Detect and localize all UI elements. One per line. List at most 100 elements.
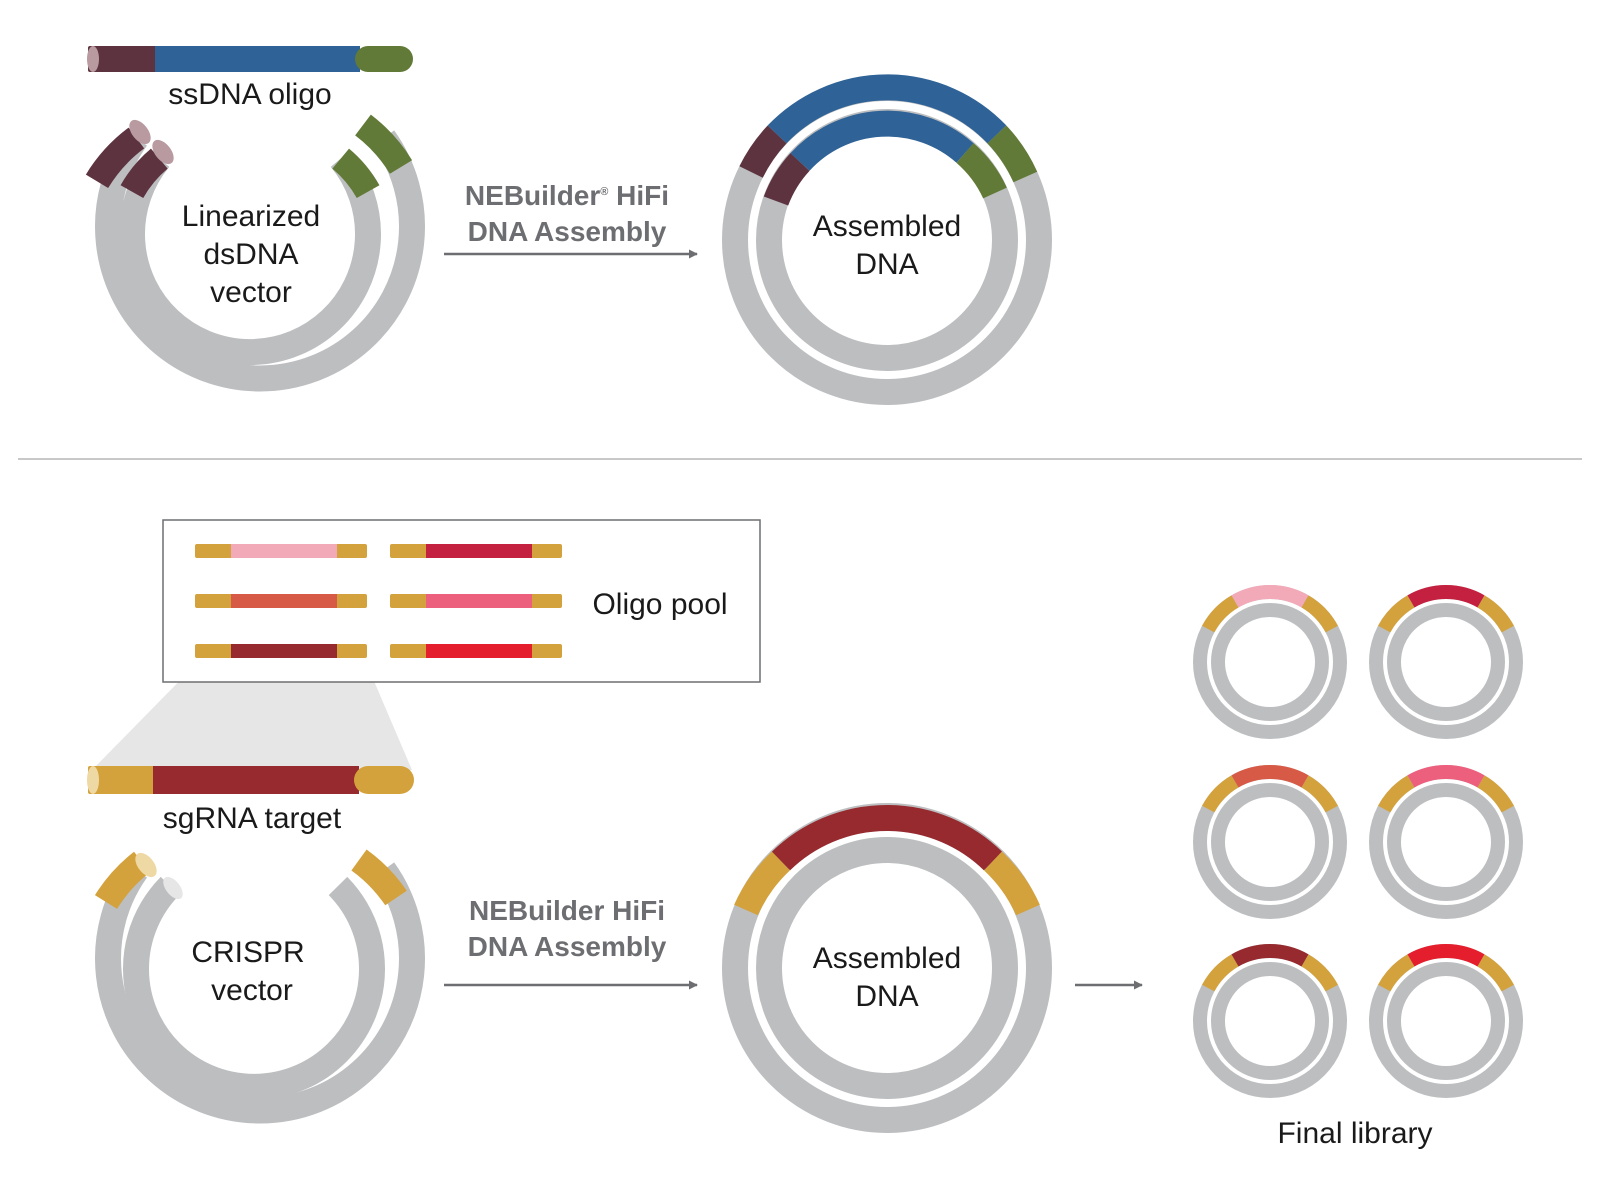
library-label: Final library bbox=[1277, 1117, 1432, 1150]
pool-oligo bbox=[390, 544, 562, 558]
pool-oligo-insert bbox=[231, 644, 337, 658]
pool-oligo bbox=[195, 644, 367, 658]
library-inner-strand bbox=[1211, 783, 1329, 901]
target-label: sgRNA target bbox=[163, 802, 342, 835]
oligo-pool-label: Oligo pool bbox=[592, 588, 727, 621]
vector-inner-strand bbox=[119, 150, 381, 366]
vector-inner-right-overlap bbox=[332, 148, 380, 199]
crispr-label-line2: vector bbox=[211, 974, 293, 1007]
library-insert bbox=[1407, 585, 1485, 608]
library-insert bbox=[1407, 765, 1485, 788]
library-insert bbox=[1407, 944, 1485, 967]
oligo-pool-oligos bbox=[195, 544, 562, 658]
assembled2-insert bbox=[771, 805, 1003, 871]
pool-oligo bbox=[390, 594, 562, 608]
library-inner-strand bbox=[1211, 962, 1329, 1080]
library-inner-strand bbox=[1211, 603, 1329, 721]
pool-oligo bbox=[195, 594, 367, 608]
library-plasmid bbox=[1193, 944, 1347, 1098]
vector-outer-strand bbox=[95, 130, 425, 392]
vector-label-line2: dsDNA bbox=[203, 238, 298, 271]
assembled-dna bbox=[722, 74, 1052, 405]
step2-label-line2: DNA Assembly bbox=[468, 931, 667, 962]
target-left-homology bbox=[88, 766, 158, 794]
assembled-inner-left bbox=[763, 153, 810, 206]
assembled2-inner-strand bbox=[756, 837, 1018, 1099]
step-label-line2: DNA Assembly bbox=[468, 216, 667, 247]
library-right-homology bbox=[1477, 775, 1514, 813]
library-insert bbox=[1231, 585, 1309, 608]
product-label-line1: Assembled bbox=[813, 210, 961, 243]
top-panel: ssDNA oligo Linearized dsDNA vector NEBu… bbox=[85, 46, 1052, 405]
pool-oligo-insert bbox=[426, 544, 532, 558]
assembled-outer-right bbox=[987, 125, 1038, 183]
vector-inner-left-overlap bbox=[120, 148, 168, 199]
crispr-right-overlap bbox=[351, 849, 407, 906]
crispr-left-overlap bbox=[94, 851, 151, 910]
library-plasmid bbox=[1369, 765, 1523, 919]
library-right-homology bbox=[1301, 595, 1338, 633]
zoom-callout bbox=[92, 660, 412, 770]
vector-label-line3: vector bbox=[210, 276, 292, 309]
vector-end-cap bbox=[129, 119, 151, 145]
assembled-inner-right bbox=[956, 143, 1007, 199]
vector-outer-right-overlap bbox=[354, 114, 413, 175]
pool-oligo-insert bbox=[231, 544, 337, 558]
sgrna-target-oligo bbox=[87, 766, 414, 794]
target-right-homology bbox=[354, 766, 414, 794]
step-label-rest: HiFi bbox=[608, 180, 669, 211]
pool-oligo-insert bbox=[426, 644, 532, 658]
step-label-line1: NEBuilder® HiFi bbox=[465, 180, 669, 211]
library-left-homology bbox=[1378, 954, 1415, 992]
step2-label-line1: NEBuilder HiFi bbox=[469, 895, 665, 926]
library-left-homology bbox=[1202, 595, 1239, 633]
library-right-homology bbox=[1477, 954, 1514, 992]
product2-label-line1: Assembled bbox=[813, 942, 961, 975]
target-end-cap bbox=[87, 766, 99, 794]
crispr-end-cap bbox=[163, 876, 183, 900]
final-library bbox=[1193, 585, 1523, 1098]
oligo-insert bbox=[155, 46, 360, 72]
oligo-left-homology bbox=[88, 46, 158, 72]
crispr-label-line1: CRISPR bbox=[191, 936, 304, 969]
library-left-homology bbox=[1202, 775, 1239, 813]
vector-label-line1: Linearized bbox=[182, 200, 320, 233]
oligo-end-cap bbox=[87, 46, 99, 72]
crispr-vector bbox=[94, 849, 425, 1124]
library-plasmid bbox=[1193, 585, 1347, 739]
step-label-brand: NEBuilder bbox=[465, 180, 600, 211]
assembled-outer-left bbox=[739, 125, 787, 179]
pool-oligo-insert bbox=[426, 594, 532, 608]
target-insert bbox=[153, 766, 359, 794]
library-left-homology bbox=[1378, 775, 1415, 813]
assembled-crispr-dna bbox=[722, 803, 1052, 1133]
crispr-outer-strand bbox=[95, 862, 425, 1124]
assembled2-right-homology bbox=[983, 851, 1040, 916]
vector-outer-left-overlap bbox=[85, 127, 145, 189]
library-right-homology bbox=[1477, 595, 1514, 633]
crispr-end-cap bbox=[135, 852, 157, 878]
oligo-label: ssDNA oligo bbox=[168, 78, 331, 111]
assembled2-left-homology bbox=[734, 851, 791, 916]
oligo-right-homology bbox=[355, 46, 413, 72]
pool-oligo bbox=[390, 644, 562, 658]
library-plasmid bbox=[1369, 585, 1523, 739]
bottom-panel: Oligo pool sgRNA target CRISPR vector NE… bbox=[87, 519, 1523, 1150]
crispr-inner-strand bbox=[123, 876, 385, 1100]
pool-oligo bbox=[195, 544, 367, 558]
product-label-line2: DNA bbox=[855, 248, 918, 281]
vector-end-cap bbox=[152, 139, 174, 165]
library-plasmid bbox=[1369, 944, 1523, 1098]
library-left-homology bbox=[1202, 954, 1239, 992]
pool-oligo-insert bbox=[231, 594, 337, 608]
library-plasmid bbox=[1193, 765, 1347, 919]
ssdna-oligo bbox=[87, 46, 413, 72]
library-insert bbox=[1231, 944, 1309, 967]
library-inner-strand bbox=[1387, 783, 1505, 901]
library-inner-strand bbox=[1387, 962, 1505, 1080]
linearized-vector bbox=[85, 114, 425, 392]
library-insert bbox=[1231, 765, 1309, 788]
product2-label-line2: DNA bbox=[855, 980, 918, 1013]
library-right-homology bbox=[1301, 954, 1338, 992]
